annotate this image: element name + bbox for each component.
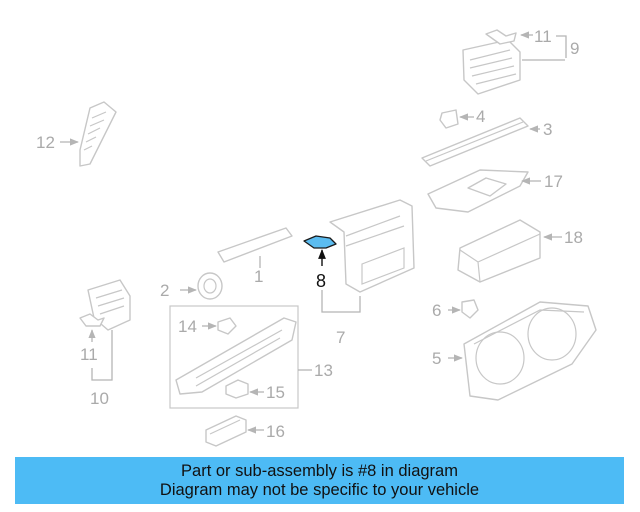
callout-14: 14	[178, 317, 197, 336]
banner-line-2: Diagram may not be specific to your vehi…	[159, 480, 480, 499]
part-6-clip	[461, 299, 479, 319]
callout-11-upper: 11	[534, 27, 552, 46]
callout-8: 8	[316, 271, 326, 291]
part-16-storage-bin	[205, 415, 247, 447]
callout-18: 18	[564, 228, 583, 247]
callout-12: 12	[36, 133, 55, 152]
part-11-clip-upper	[485, 29, 517, 45]
part-11-clip-lower	[79, 313, 105, 327]
callout-5: 5	[432, 349, 441, 368]
callout-6: 6	[432, 301, 441, 320]
callout-2: 2	[160, 281, 169, 300]
part-4-clip	[439, 109, 459, 129]
part-15-latch	[225, 379, 249, 399]
part-18-display	[457, 219, 541, 283]
callout-13: 13	[314, 361, 333, 380]
part-12-side-vent	[79, 101, 117, 167]
part-13-glove-box-assembly	[169, 305, 299, 409]
part-8-bracket-highlighted	[303, 235, 337, 249]
part-1-dash-trim	[217, 227, 293, 263]
part-7-center-bezel	[329, 199, 415, 293]
callout-1: 1	[254, 267, 263, 286]
callout-17: 17	[544, 172, 563, 191]
part-17-trim-panel	[427, 169, 529, 213]
callout-16: 16	[266, 422, 285, 441]
part-2-round-vent	[197, 272, 223, 300]
part-3-trim-strip	[421, 117, 529, 167]
callout-4: 4	[476, 107, 485, 126]
callout-15: 15	[266, 383, 285, 402]
callout-7: 7	[336, 328, 345, 347]
callout-11-lower: 11	[80, 345, 98, 364]
part-14-clip	[217, 317, 237, 335]
callout-10: 10	[90, 389, 109, 408]
callout-9: 9	[570, 39, 579, 58]
info-banner: Part or sub-assembly is #8 in diagram Di…	[15, 457, 624, 504]
part-9-air-vent	[462, 39, 521, 95]
banner-line-1: Part or sub-assembly is #8 in diagram	[181, 461, 458, 480]
part-5-instrument-cluster	[463, 301, 597, 401]
callout-3: 3	[543, 120, 552, 139]
